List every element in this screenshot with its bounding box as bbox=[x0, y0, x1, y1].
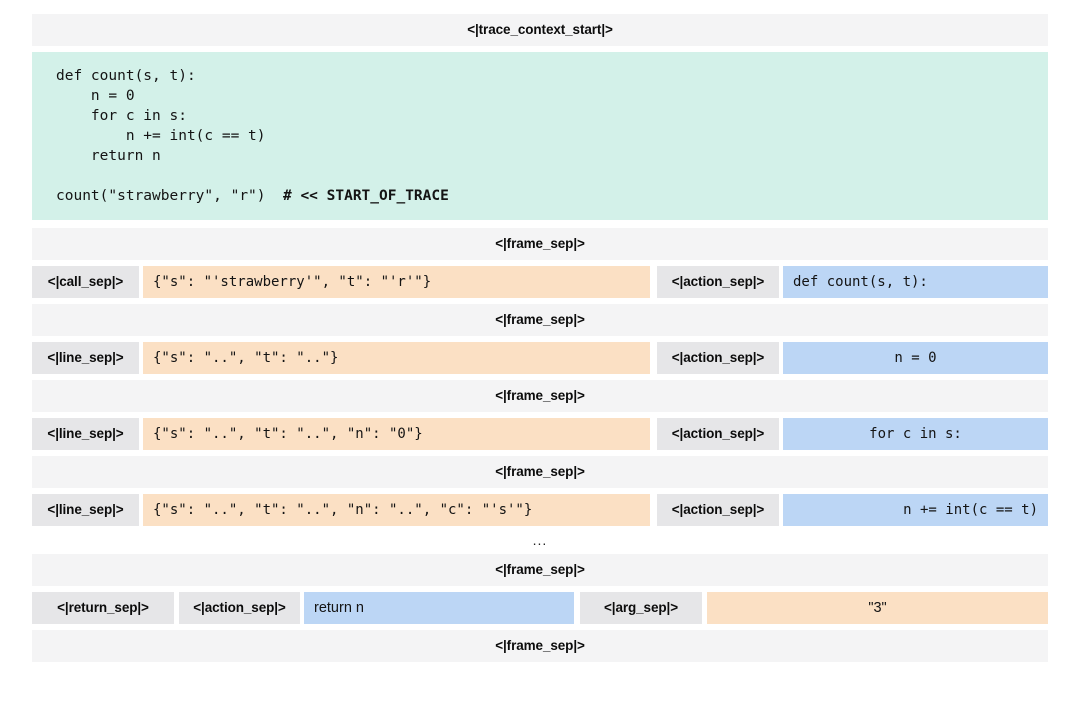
action-sep-tag: <|action_sep|> bbox=[179, 592, 300, 624]
args-cell: {"s": "..", "t": "..", "n": "0"} bbox=[143, 418, 650, 450]
action-cell: for c in s: bbox=[783, 418, 1048, 450]
trace-row: <|line_sep|> {"s": "..", "t": "..", "n":… bbox=[32, 494, 1048, 526]
cell-gap bbox=[779, 342, 783, 374]
action-cell: return n bbox=[304, 592, 574, 624]
code-line-def: def count(s, t): bbox=[56, 68, 196, 84]
line-sep-tag: <|line_sep|> bbox=[32, 418, 139, 450]
action-cell: n = 0 bbox=[783, 342, 1048, 374]
frame-sep-bar-3: <|frame_sep|> bbox=[32, 380, 1048, 412]
spacer bbox=[32, 586, 1048, 592]
cell-gap bbox=[139, 494, 143, 526]
code-line-increment: n += int(c == t) bbox=[56, 128, 266, 144]
action-cell: def count(s, t): bbox=[783, 266, 1048, 298]
spacer bbox=[32, 624, 1048, 630]
cell-gap bbox=[650, 418, 657, 450]
action-sep-tag: <|action_sep|> bbox=[657, 342, 779, 374]
code-line-call: count("strawberry", "r") bbox=[56, 188, 283, 204]
truncation-ellipsis: ... bbox=[32, 526, 1048, 554]
action-cell: n += int(c == t) bbox=[783, 494, 1048, 526]
code-context-block: def count(s, t): n = 0 for c in s: n += … bbox=[32, 52, 1048, 220]
action-sep-tag: <|action_sep|> bbox=[657, 266, 779, 298]
trace-row: <|call_sep|> {"s": "'strawberry'", "t": … bbox=[32, 266, 1048, 298]
cell-gap bbox=[779, 418, 783, 450]
cell-gap bbox=[174, 592, 179, 624]
return-sep-tag: <|return_sep|> bbox=[32, 592, 174, 624]
code-line-call-comment: # << START_OF_TRACE bbox=[282, 188, 449, 204]
arg-sep-tag: <|arg_sep|> bbox=[580, 592, 702, 624]
cell-gap bbox=[779, 266, 783, 298]
args-cell: {"s": "'strawberry'", "t": "'r'"} bbox=[143, 266, 650, 298]
code-context-text: def count(s, t): n = 0 for c in s: n += … bbox=[32, 66, 1048, 206]
cell-gap bbox=[650, 494, 657, 526]
action-sep-tag: <|action_sep|> bbox=[657, 494, 779, 526]
cell-gap bbox=[650, 266, 657, 298]
cell-gap bbox=[139, 342, 143, 374]
spacer bbox=[32, 260, 1048, 266]
spacer bbox=[32, 412, 1048, 418]
cell-gap bbox=[139, 418, 143, 450]
args-cell: {"s": "..", "t": "..", "n": "..", "c": "… bbox=[143, 494, 650, 526]
spacer bbox=[32, 450, 1048, 456]
spacer bbox=[32, 488, 1048, 494]
cell-gap bbox=[702, 592, 707, 624]
code-line-for: for c in s: bbox=[56, 108, 187, 124]
line-sep-tag: <|line_sep|> bbox=[32, 494, 139, 526]
trace-row: <|line_sep|> {"s": "..", "t": ".."} <|ac… bbox=[32, 342, 1048, 374]
trace-row: <|line_sep|> {"s": "..", "t": "..", "n":… bbox=[32, 418, 1048, 450]
cell-gap bbox=[139, 266, 143, 298]
line-sep-tag: <|line_sep|> bbox=[32, 342, 139, 374]
spacer bbox=[32, 298, 1048, 304]
trace-return-row: <|return_sep|> <|action_sep|> return n <… bbox=[32, 592, 1048, 624]
return-value-cell: "3" bbox=[707, 592, 1048, 624]
code-line-return: return n bbox=[56, 148, 161, 164]
action-sep-tag: <|action_sep|> bbox=[657, 418, 779, 450]
spacer bbox=[32, 46, 1048, 52]
cell-gap bbox=[650, 342, 657, 374]
trace-context-start-bar: <|trace_context_start|> bbox=[32, 14, 1048, 46]
frame-sep-bar-1: <|frame_sep|> bbox=[32, 228, 1048, 260]
cell-gap bbox=[574, 592, 580, 624]
cell-gap bbox=[300, 592, 304, 624]
frame-sep-bar-4: <|frame_sep|> bbox=[32, 456, 1048, 488]
frame-sep-bar-2: <|frame_sep|> bbox=[32, 304, 1048, 336]
spacer bbox=[32, 336, 1048, 342]
spacer bbox=[32, 220, 1048, 228]
code-line-init: n = 0 bbox=[56, 88, 135, 104]
call-sep-tag: <|call_sep|> bbox=[32, 266, 139, 298]
cell-gap bbox=[779, 494, 783, 526]
frame-sep-bar-6: <|frame_sep|> bbox=[32, 630, 1048, 662]
frame-sep-bar-5: <|frame_sep|> bbox=[32, 554, 1048, 586]
args-cell: {"s": "..", "t": ".."} bbox=[143, 342, 650, 374]
spacer bbox=[32, 374, 1048, 380]
